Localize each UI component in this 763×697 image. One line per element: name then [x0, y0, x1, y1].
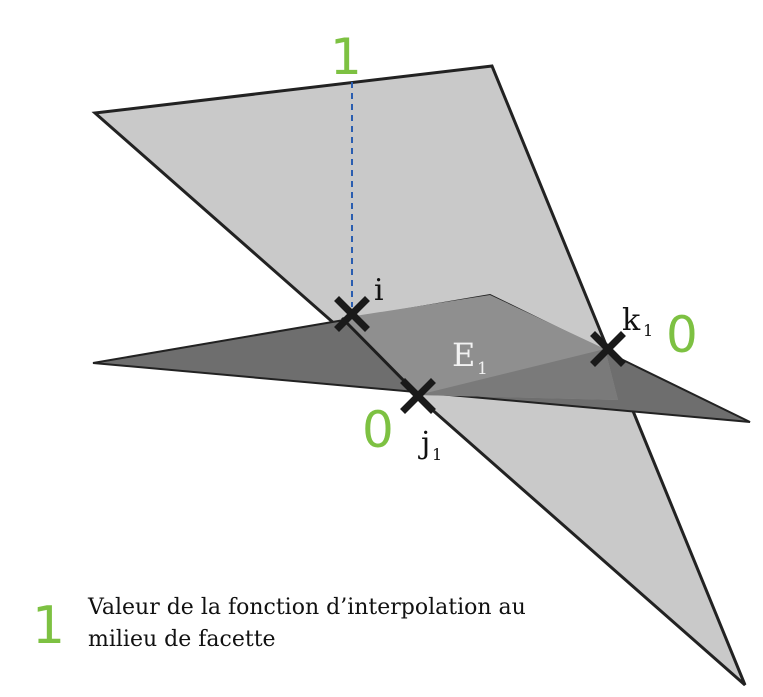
legend-line-2: milieu de facette	[88, 627, 276, 652]
marker-k	[590, 331, 626, 367]
marker-j	[400, 378, 436, 414]
element-subscript: 1	[477, 359, 488, 379]
legend-line-1: Valeur de la fonction d’interpolation au	[88, 595, 526, 620]
legend-text: Valeur de la fonction d’interpolation au…	[88, 592, 748, 656]
element-face-shade	[418, 349, 618, 400]
node-i-label: i	[374, 273, 384, 308]
node-j-label: j	[418, 426, 430, 461]
k-value: 0	[666, 306, 698, 364]
j-value: 0	[362, 401, 394, 459]
element-label: E	[452, 336, 475, 374]
legend-number: 1	[32, 596, 66, 656]
top-value: 1	[330, 28, 362, 86]
node-k-subscript: 1	[643, 321, 653, 340]
node-k-label: k	[622, 303, 641, 338]
marker-i	[334, 296, 370, 332]
node-j-subscript: 1	[432, 445, 442, 464]
